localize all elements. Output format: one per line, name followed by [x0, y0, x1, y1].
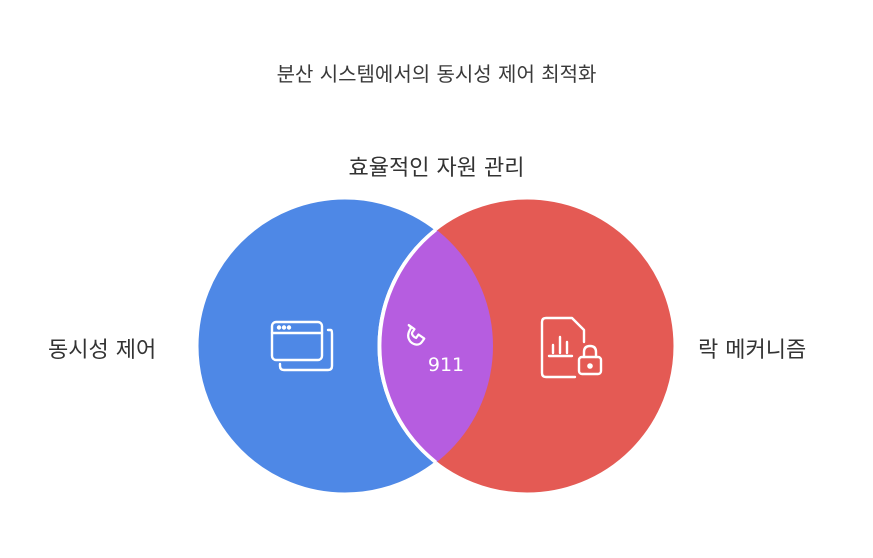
document-chart-lock-icon: [540, 316, 603, 379]
left-set-label: 동시성 제어: [48, 338, 157, 363]
intersection-label: 효율적인 자원 관리: [348, 156, 525, 181]
browser-windows-icon: [270, 320, 334, 372]
right-set-label: 락 메커니즘: [698, 338, 807, 363]
lens-outline-right: [378, 228, 437, 464]
diagram-title: 분산 시스템에서의 동시성 제어 최적화: [276, 62, 597, 86]
intersection-region: [379, 198, 493, 494]
phone-911-icon: 911: [407, 323, 464, 376]
intersection-icon-text: 911: [428, 354, 464, 376]
